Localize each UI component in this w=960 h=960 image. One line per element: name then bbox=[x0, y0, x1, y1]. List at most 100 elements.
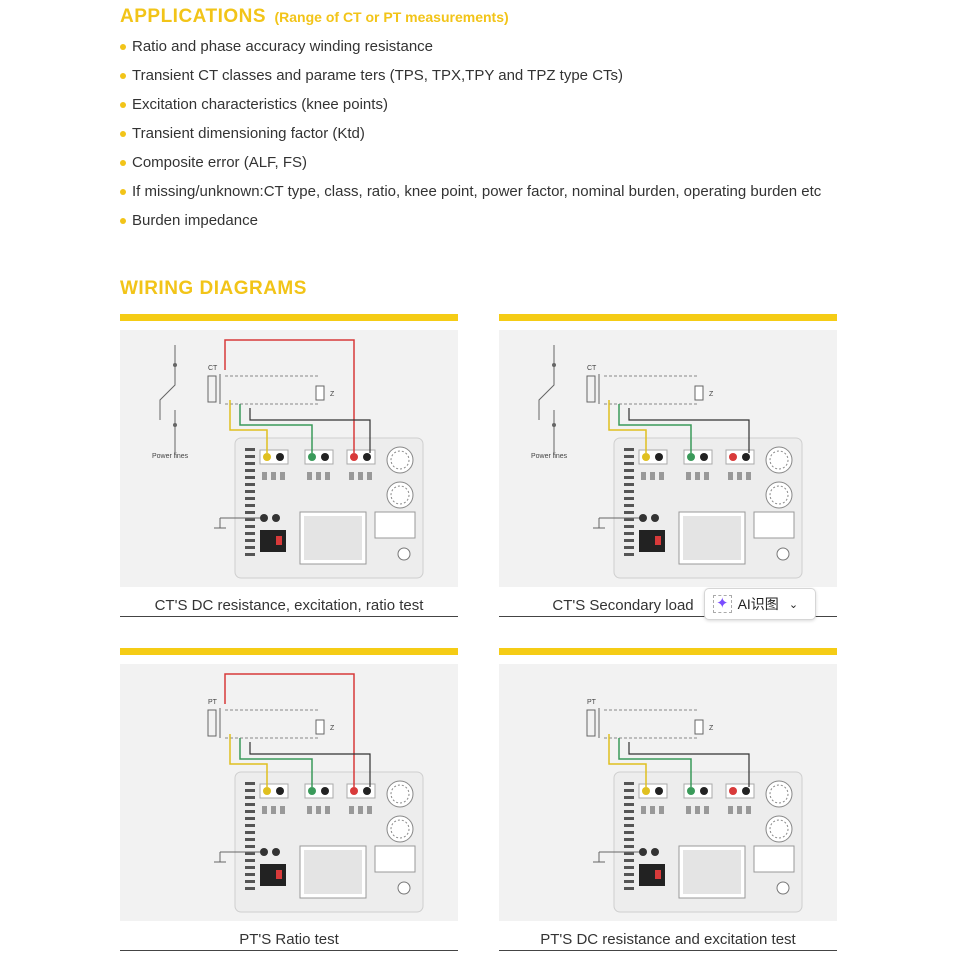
vent-slot bbox=[245, 831, 255, 834]
wire-black bbox=[628, 742, 750, 787]
switch bbox=[650, 806, 655, 814]
load-resistor bbox=[694, 385, 704, 401]
diagram-caption: PT'S DC resistance and excitation test bbox=[540, 931, 796, 948]
switch bbox=[695, 472, 700, 480]
diagram-caption: CT'S DC resistance, excitation, ratio te… bbox=[154, 597, 424, 614]
wire-green bbox=[239, 738, 313, 787]
vent-slot bbox=[624, 462, 634, 465]
terminal-jack bbox=[687, 453, 695, 461]
switch bbox=[695, 806, 700, 814]
terminal-jack bbox=[321, 453, 329, 461]
wiring-diagram-svg: PTZ bbox=[207, 673, 424, 913]
terminal-jack bbox=[687, 787, 695, 795]
vent-slot bbox=[245, 490, 255, 493]
vent-slot bbox=[245, 880, 255, 883]
bullet-icon bbox=[120, 160, 126, 166]
bullet-icon bbox=[120, 102, 126, 108]
switch bbox=[307, 806, 312, 814]
switch-contact bbox=[552, 363, 556, 367]
knob bbox=[776, 881, 790, 895]
printer bbox=[753, 845, 795, 873]
printer bbox=[374, 845, 416, 873]
display-panel bbox=[304, 850, 362, 894]
vent-slot bbox=[624, 782, 634, 785]
terminal-jack bbox=[308, 787, 316, 795]
wire-yellow bbox=[229, 400, 268, 453]
vent-slot bbox=[624, 796, 634, 799]
vent-slot bbox=[245, 546, 255, 549]
ai-recognize-button[interactable]: ✦ AI识图 ⌄ bbox=[704, 588, 816, 620]
terminal-jack bbox=[642, 787, 650, 795]
ground-jack bbox=[260, 848, 268, 856]
fan-grill bbox=[390, 819, 410, 839]
terminal-jack bbox=[308, 453, 316, 461]
terminal-jack bbox=[321, 787, 329, 795]
vent-slot bbox=[245, 483, 255, 486]
bullet-icon bbox=[120, 73, 126, 79]
list-item: If missing/unknown:CT type, class, ratio… bbox=[120, 181, 850, 202]
terminal-jack bbox=[363, 453, 371, 461]
fan-grill bbox=[769, 784, 789, 804]
switch bbox=[280, 806, 285, 814]
vent-slot bbox=[245, 476, 255, 479]
switch bbox=[325, 472, 330, 480]
power-socket bbox=[639, 864, 665, 886]
transformer-label: CT bbox=[208, 365, 218, 372]
vent-slot bbox=[624, 887, 634, 890]
transformer-label: CT bbox=[587, 365, 597, 372]
diagram-caption: PT'S Ratio test bbox=[239, 931, 339, 948]
transformer-coil bbox=[207, 375, 217, 403]
transformer-coil bbox=[207, 709, 217, 737]
switch bbox=[704, 472, 709, 480]
vent-slot bbox=[624, 490, 634, 493]
switch bbox=[367, 472, 372, 480]
list-item: Ratio and phase accuracy winding resista… bbox=[120, 36, 850, 57]
switch bbox=[728, 472, 733, 480]
ground-jack bbox=[272, 514, 280, 522]
switch bbox=[686, 806, 691, 814]
caption-underline bbox=[499, 950, 837, 951]
vent-slot bbox=[624, 838, 634, 841]
vent-slot bbox=[245, 504, 255, 507]
switch bbox=[746, 806, 751, 814]
switch bbox=[737, 472, 742, 480]
vent-slot bbox=[624, 448, 634, 451]
switch bbox=[358, 472, 363, 480]
vent-slot bbox=[624, 546, 634, 549]
switch bbox=[728, 806, 733, 814]
vent-slot bbox=[245, 852, 255, 855]
power-switch bbox=[276, 870, 282, 879]
wire-red bbox=[224, 339, 355, 453]
fan-grill bbox=[769, 819, 789, 839]
vent-slot bbox=[624, 789, 634, 792]
vent-slot bbox=[624, 880, 634, 883]
vent-slot bbox=[245, 789, 255, 792]
vent-slot bbox=[245, 539, 255, 542]
wire-yellow bbox=[229, 734, 268, 787]
power-lines-label: Power lines bbox=[531, 453, 568, 460]
switch bbox=[262, 472, 267, 480]
wire-black bbox=[249, 408, 371, 453]
power-switch bbox=[655, 536, 661, 545]
terminal-jack bbox=[655, 453, 663, 461]
terminal-jack bbox=[700, 453, 708, 461]
vent-slot bbox=[624, 511, 634, 514]
vent-slot bbox=[624, 817, 634, 820]
vent-slot bbox=[624, 553, 634, 556]
vent-slot bbox=[245, 887, 255, 890]
vent-slot bbox=[245, 866, 255, 869]
vent-slot bbox=[624, 803, 634, 806]
bullet-icon bbox=[120, 218, 126, 224]
vent-slot bbox=[245, 824, 255, 827]
wiring-diagrams-title: WIRING DIAGRAMS bbox=[120, 278, 307, 299]
terminal-jack bbox=[350, 787, 358, 795]
ground-jack bbox=[272, 848, 280, 856]
switch bbox=[280, 472, 285, 480]
